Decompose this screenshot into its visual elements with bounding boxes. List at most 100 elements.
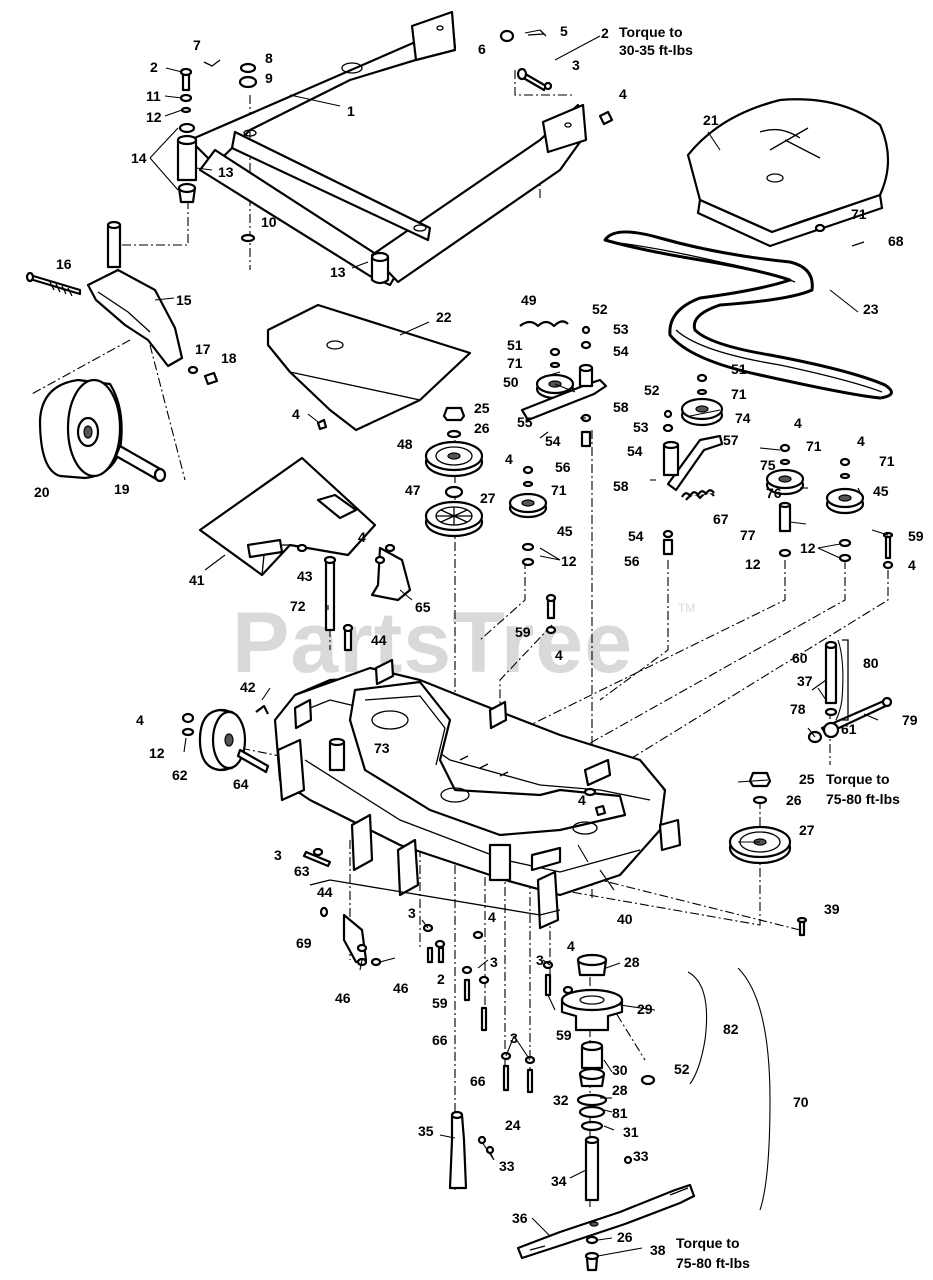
callout-51: 51 — [507, 337, 523, 353]
callout-71: 71 — [731, 386, 747, 402]
callout-58: 58 — [613, 399, 629, 415]
torque-notes: Torque to 30-35 ft-lbs Torque to 75-80 f… — [619, 24, 900, 1271]
callout-38: 38 — [650, 1242, 666, 1258]
callout-19: 19 — [114, 481, 130, 497]
callout-12: 12 — [745, 556, 761, 572]
callout-12: 12 — [561, 553, 577, 569]
callout-54: 54 — [628, 528, 644, 544]
callout-71: 71 — [879, 453, 895, 469]
drive-belt — [603, 230, 893, 400]
callout-17: 17 — [195, 341, 211, 357]
callout-25: 25 — [799, 771, 815, 787]
callout-53: 53 — [613, 321, 629, 337]
callout-57: 57 — [723, 432, 739, 448]
callout-66: 66 — [432, 1032, 448, 1048]
callout-21: 21 — [703, 112, 719, 128]
callout-22: 22 — [436, 309, 452, 325]
callout-67: 67 — [713, 511, 729, 527]
callout-78: 78 — [790, 701, 806, 717]
idler-pulley-45-right — [825, 457, 894, 570]
deck-hanger-frame — [176, 10, 614, 287]
callout-20: 20 — [34, 484, 50, 500]
callout-16: 16 — [56, 256, 72, 272]
callout-76: 76 — [766, 485, 782, 501]
callout-4: 4 — [794, 415, 802, 431]
callout-2: 2 — [601, 25, 609, 41]
belt-cover — [686, 98, 890, 248]
callout-26: 26 — [474, 420, 490, 436]
callout-31: 31 — [623, 1124, 639, 1140]
callout-44: 44 — [317, 884, 333, 900]
callout-81: 81 — [612, 1105, 628, 1121]
callout-26: 26 — [617, 1229, 633, 1245]
discharge-chute — [198, 456, 377, 577]
callout-6: 6 — [478, 41, 486, 57]
callout-54: 54 — [545, 433, 561, 449]
mower-deck — [273, 658, 682, 930]
callout-13: 13 — [218, 164, 234, 180]
callout-leaders — [149, 29, 889, 1257]
idler-spring — [681, 489, 715, 498]
anti-scalp-roller — [807, 639, 893, 744]
idler-pulley-50 — [519, 320, 608, 448]
callout-52: 52 — [592, 301, 608, 317]
gauge-wheel — [181, 704, 270, 774]
torque-note-mid-line1: Torque to — [826, 771, 890, 787]
callout-4: 4 — [857, 433, 865, 449]
callout-10: 10 — [261, 214, 277, 230]
callout-60: 60 — [792, 650, 808, 666]
callout-55: 55 — [517, 414, 533, 430]
callout-59: 59 — [556, 1027, 572, 1043]
belt-shield — [266, 303, 472, 432]
torque-note-top-line2: 30-35 ft-lbs — [619, 42, 693, 58]
callout-59: 59 — [908, 528, 924, 544]
callout-4: 4 — [358, 529, 366, 545]
callout-68: 68 — [888, 233, 904, 249]
callout-28: 28 — [612, 1082, 628, 1098]
callout-33: 33 — [499, 1158, 515, 1174]
callout-52: 52 — [644, 382, 660, 398]
callout-45: 45 — [873, 483, 889, 499]
callout-13: 13 — [330, 264, 346, 280]
callout-48: 48 — [397, 436, 413, 452]
idler-pulley-74 — [662, 373, 724, 556]
callout-35: 35 — [418, 1123, 434, 1139]
callout-3: 3 — [510, 1030, 518, 1046]
callout-4: 4 — [292, 406, 300, 422]
idler-pulley-75 — [765, 443, 805, 558]
callout-63: 63 — [294, 863, 310, 879]
callout-4: 4 — [555, 647, 563, 663]
callout-34: 34 — [551, 1173, 567, 1189]
callout-39: 39 — [824, 901, 840, 917]
spindle-shaft-left — [448, 1110, 495, 1190]
chute-bracket — [323, 543, 557, 652]
callout-54: 54 — [627, 443, 643, 459]
assembly-brackets — [687, 639, 844, 1211]
torque-note-mid-line2: 75-80 ft-lbs — [826, 791, 900, 807]
callout-11: 11 — [146, 88, 161, 104]
callout-4: 4 — [505, 451, 513, 467]
callout-4: 4 — [578, 792, 586, 808]
callout-3: 3 — [572, 57, 580, 73]
callout-65: 65 — [415, 599, 431, 615]
callout-32: 32 — [553, 1092, 569, 1108]
callout-24: 24 — [505, 1117, 521, 1133]
callout-26: 26 — [786, 792, 802, 808]
callout-4: 4 — [136, 712, 144, 728]
spindle-pulley-center — [424, 406, 484, 538]
callout-29: 29 — [637, 1001, 653, 1017]
torque-note-top-line1: Torque to — [619, 24, 683, 40]
callout-44: 44 — [371, 632, 387, 648]
callout-4: 4 — [488, 909, 496, 925]
callout-30: 30 — [612, 1062, 628, 1078]
callout-56: 56 — [555, 459, 571, 475]
idler-pulley-45-center — [508, 465, 548, 567]
callout-40: 40 — [617, 911, 633, 927]
callout-52: 52 — [674, 1061, 690, 1077]
callout-62: 62 — [172, 767, 188, 783]
callout-66: 66 — [470, 1073, 486, 1089]
callout-56: 56 — [624, 553, 640, 569]
callout-71: 71 — [806, 438, 822, 454]
callout-46: 46 — [335, 990, 351, 1006]
callout-2: 2 — [150, 59, 158, 75]
